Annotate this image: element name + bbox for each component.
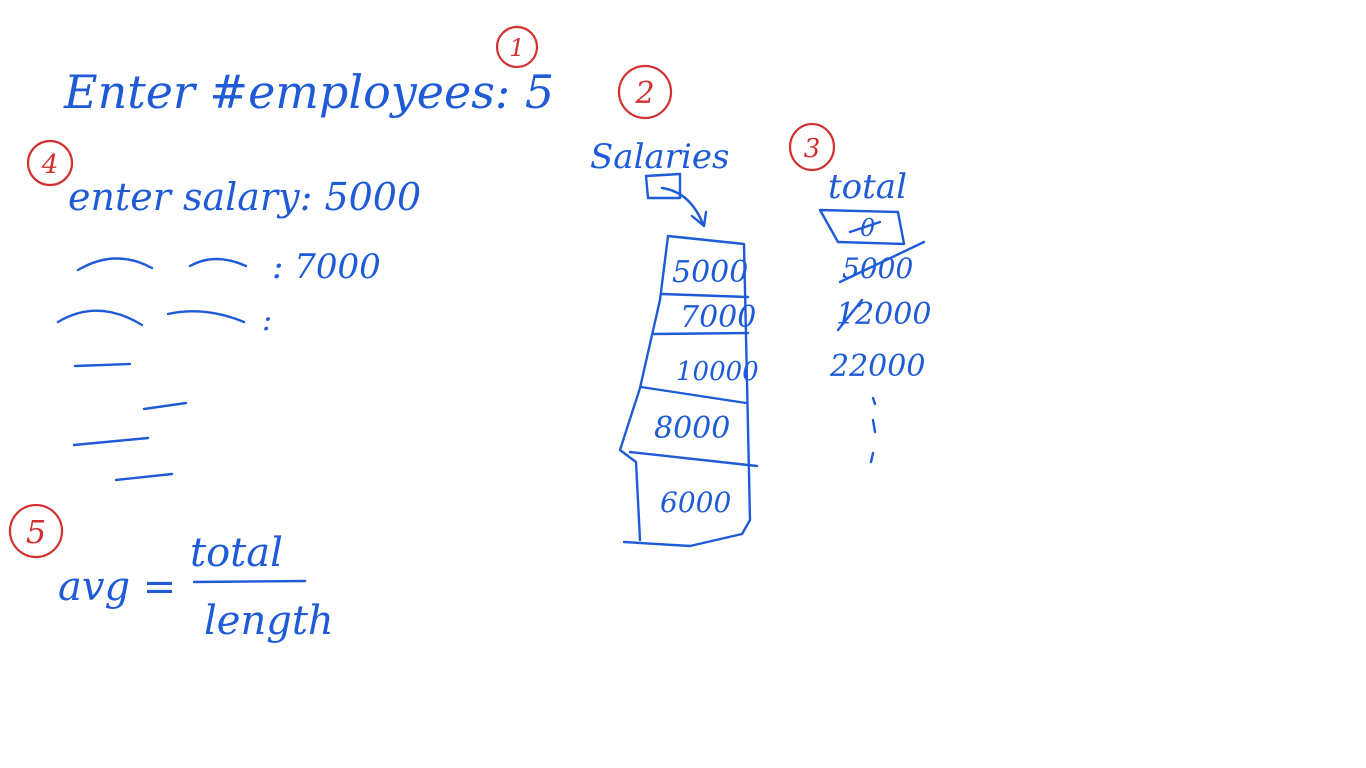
repeat-prompt-squiggle	[76, 257, 154, 272]
step-4-group: 4 enter salary: 5000 : 7000 :	[26, 139, 421, 482]
total-initial: 0	[860, 214, 875, 242]
total-value: 5000	[842, 252, 913, 285]
repeat-prompt-squiggle	[166, 310, 246, 324]
strike-through	[836, 298, 864, 332]
step-3-marker-circle	[788, 122, 836, 172]
array-reference-box	[644, 172, 682, 200]
continuation-dot	[869, 451, 875, 464]
array-cell-divider	[660, 292, 750, 299]
step-1-marker-circle	[495, 25, 539, 69]
repeat-prompt-dash	[114, 472, 174, 482]
strike-through	[838, 240, 926, 284]
array-label: Salaries	[590, 137, 729, 177]
array-outline	[618, 234, 752, 548]
employees-prompt: Enter #employees: 5	[63, 65, 554, 119]
step-1-number: 1	[509, 34, 524, 62]
step-3-group: 3 total 0 5000 12000 22000	[788, 122, 931, 464]
array-cell-value: 8000	[654, 411, 730, 446]
step-5-marker-circle	[8, 503, 64, 559]
array-cell-value: 10000	[676, 357, 759, 387]
array-cell-divider	[628, 450, 759, 468]
average-denominator: length	[204, 598, 334, 644]
fraction-bar	[192, 579, 307, 584]
array-cell-divider	[639, 385, 748, 405]
total-box	[818, 208, 906, 246]
repeat-prompt-dash	[72, 436, 150, 447]
array-cell-divider	[652, 331, 750, 336]
step-4-number: 4	[41, 150, 59, 180]
reference-arrow	[660, 186, 705, 226]
step-4-marker-circle	[26, 139, 74, 187]
salary-prompt-3-colon: :	[262, 303, 272, 338]
total-value: 22000	[829, 349, 925, 384]
continuation-dot	[871, 418, 877, 434]
step-2-number: 2	[634, 76, 654, 111]
average-lhs: avg =	[58, 564, 176, 610]
step-5-group: 5 avg = total length	[8, 503, 334, 644]
array-cell-value: 7000	[680, 300, 756, 335]
average-numerator: total	[190, 530, 283, 576]
step-3-number: 3	[804, 134, 821, 164]
total-label: total	[828, 167, 907, 207]
array-cell-value: 6000	[660, 486, 731, 519]
strike-through	[848, 220, 882, 234]
reference-arrowhead	[690, 210, 708, 228]
salary-prompt-2-value: : 7000	[272, 247, 381, 287]
step-2-group: 2 Salaries 5000 7000 10000 8000 6000	[590, 64, 759, 548]
step-2-marker-circle	[617, 64, 673, 120]
repeat-prompt-dash	[142, 401, 188, 411]
repeat-prompt-dash	[73, 362, 132, 368]
step-1-group: 1 Enter #employees: 5	[63, 25, 554, 119]
continuation-dot	[871, 396, 877, 406]
repeat-prompt-squiggle	[188, 257, 248, 268]
repeat-prompt-squiggle	[56, 309, 144, 327]
salary-prompt-1: enter salary: 5000	[68, 175, 421, 219]
step-5-number: 5	[26, 513, 46, 551]
array-cell-value: 5000	[672, 255, 748, 290]
